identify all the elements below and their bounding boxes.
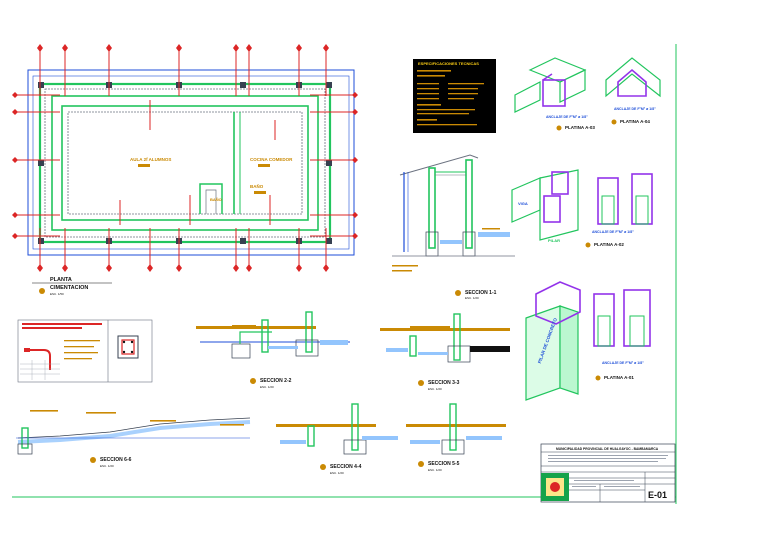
section-6-6-title: SECCION 6-6 — [100, 457, 132, 463]
specs-panel: ESPECIFICACIONES TECNICAS — [413, 59, 496, 133]
sheet-number: E-01 — [648, 490, 667, 500]
section-4-4-title: SECCION 4-4 — [330, 464, 362, 470]
platina-a01-title: PLATINA A-01 — [604, 375, 634, 380]
detail-platina-a03: ANCLAJE DE F°M° ø 1/8" PLATINA A-03 — [514, 57, 595, 131]
svg-text:ESC. 1/20: ESC. 1/20 — [428, 387, 442, 391]
detail-platina-a01: PILAR DE CONCRETO ANCLAJE DE F°M° ø 1/8"… — [525, 281, 651, 401]
plan-title: PLANTA — [50, 277, 72, 283]
svg-text:ANCLAJE DE F°M° ø 1/8": ANCLAJE DE F°M° ø 1/8" — [592, 230, 634, 234]
section-6-6: SECCION 6-6 ESC. 1/20 — [16, 410, 251, 468]
svg-text:VIGA: VIGA — [518, 201, 528, 206]
room-label-cocina: COCINA COMEDOR — [250, 157, 293, 162]
section-2-2: SECCION 2-2 ESC. 1/20 — [196, 311, 350, 389]
svg-text:ESC. 1/20: ESC. 1/20 — [330, 471, 344, 475]
section-1-1: SECCION 1-1 ESC. 1/20 — [392, 154, 515, 300]
svg-text:ANCLAJE DE F°M° ø 1/8": ANCLAJE DE F°M° ø 1/8" — [614, 107, 656, 111]
rebar-legend-panel — [17, 319, 153, 383]
section-2-2-title: SECCION 2-2 — [260, 378, 292, 384]
section-4-4: SECCION 4-4 ESC. 1/20 — [276, 403, 398, 475]
platina-a03-title: PLATINA A-03 — [565, 125, 595, 130]
titleblock-org: MUNICIPALIDAD PROVINCIAL DE HUALGAYOC - … — [556, 447, 659, 451]
svg-text:ANCLAJE DE F°M° ø 1/8": ANCLAJE DE F°M° ø 1/8" — [546, 115, 588, 119]
section-1-1-title: SECCION 1-1 — [465, 290, 497, 296]
plan-subtitle: CIMENTACION — [50, 285, 88, 291]
platina-a04-title: PLATINA A-04 — [620, 119, 650, 124]
room-label-bano-2: BAÑO — [210, 197, 222, 202]
specs-title: ESPECIFICACIONES TECNICAS — [418, 61, 479, 66]
svg-text:ESC. 1/20: ESC. 1/20 — [428, 468, 442, 472]
title-block: MUNICIPALIDAD PROVINCIAL DE HUALGAYOC - … — [540, 443, 676, 503]
svg-text:PILAR: PILAR — [548, 238, 560, 243]
room-label-aula: AULA 2f ALUMNOS — [130, 157, 171, 162]
section-5-5-title: SECCION 5-5 — [428, 461, 460, 467]
detail-platina-a04: ANCLAJE DE F°M° ø 1/8" PLATINA A-04 — [605, 57, 661, 125]
section-5-5: SECCION 5-5 ESC. 1/20 — [406, 403, 506, 472]
detail-platina-a02: VIGA PILAR ANCLAJE DE F°M° ø 1/8" PLATIN… — [511, 169, 653, 248]
foundation-plan: AULA 2f ALUMNOS COCINA COMEDOR BAÑO BAÑO… — [12, 44, 358, 296]
section-3-3-title: SECCION 3-3 — [428, 380, 460, 386]
plan-scale: ESC. 1/50 — [50, 292, 64, 296]
svg-text:ANCLAJE DE F°M° ø 1/8": ANCLAJE DE F°M° ø 1/8" — [602, 361, 644, 365]
svg-text:ESC. 1/20: ESC. 1/20 — [100, 464, 114, 468]
svg-text:ESC. 1/20: ESC. 1/20 — [260, 385, 274, 389]
room-label-bano: BAÑO — [250, 183, 264, 189]
section-3-3: SECCION 3-3 ESC. 1/20 — [380, 313, 510, 391]
platina-a02-title: PLATINA A-02 — [594, 242, 624, 247]
svg-text:ESC. 1/20: ESC. 1/20 — [465, 296, 479, 300]
